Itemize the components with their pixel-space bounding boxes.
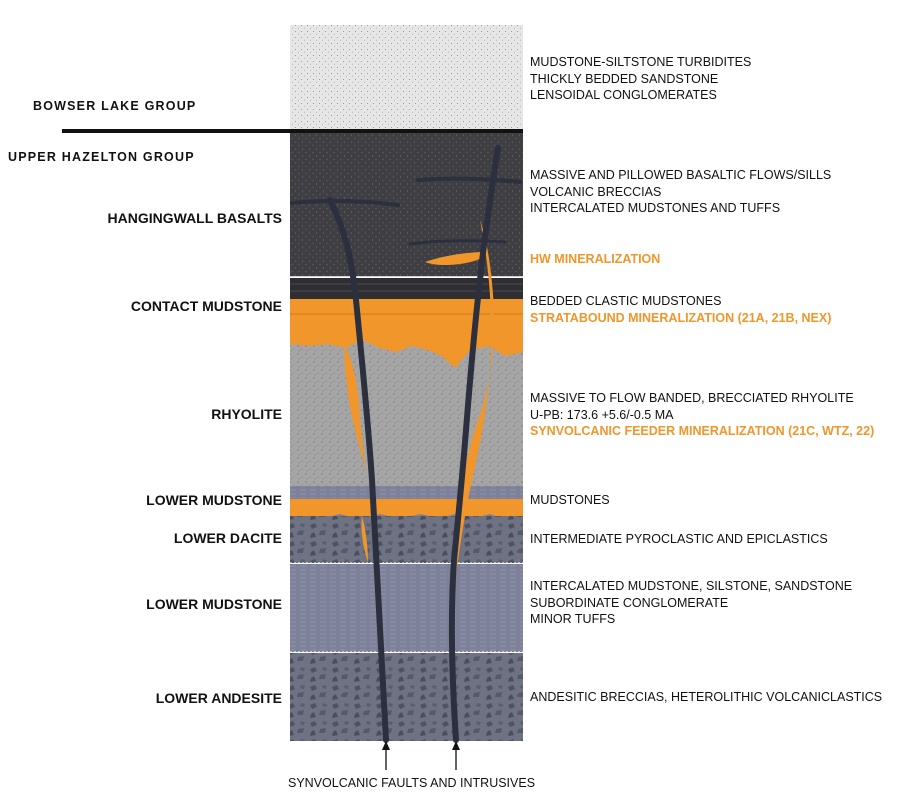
desc-basalts: MASSIVE AND PILLOWED BASALTIC FLOWS/SILL… <box>530 167 831 217</box>
unit-label-lower-dacite: LOWER DACITE <box>173 530 282 546</box>
sill-upper-right <box>416 176 522 184</box>
feeder-mineralization-dacite <box>361 516 368 563</box>
feeder-mineralization-left <box>344 345 366 470</box>
desc-dacite: INTERMEDIATE PYROCLASTIC AND EPICLASTICS <box>530 532 828 546</box>
desc-contact-mudstone: BEDDED CLASTIC MUDSTONES <box>530 294 722 308</box>
synvolcanic-fault-right <box>448 145 501 743</box>
stratabound-irregular-base <box>290 332 523 368</box>
desc-lower-mudstone-1: MUDSTONES <box>530 493 610 507</box>
sill-upper-left <box>290 198 400 207</box>
desc-line: SUBORDINATE CONGLOMERATE <box>530 595 729 610</box>
desc-line: MINOR TUFFS <box>530 612 616 626</box>
desc-feeder: SYNVOLCANIC FEEDER MINERALIZATION (21C, … <box>530 424 875 438</box>
arrow-right-head <box>452 741 460 750</box>
desc-line: MUDSTONE-SILTSTONE TURBIDITES <box>530 55 752 69</box>
sill-middle <box>408 239 507 246</box>
group-label-bowser: BOWSER LAKE GROUP <box>33 99 197 113</box>
caption-faults: SYNVOLCANIC FAULTS AND INTRUSIVES <box>288 776 536 790</box>
desc-andesite: ANDESITIC BRECCIAS, HETEROLITHIC VOLCANI… <box>530 690 883 704</box>
unit-label-lower-mudstone-1: LOWER MUDSTONE <box>146 492 282 508</box>
desc-line: LENSOIDAL CONGLOMERATES <box>530 88 717 102</box>
desc-line: INTERCALATED MUDSTONES AND TUFFS <box>530 201 781 215</box>
desc-line: U-PB: 173.6 +5.6/-0.5 MA <box>530 407 674 422</box>
group-label-hazelton: UPPER HAZELTON GROUP <box>8 150 195 164</box>
desc-stratabound: STRATABOUND MINERALIZATION (21A, 21B, NE… <box>530 311 832 325</box>
unit-label-lower-andesite: LOWER ANDESITE <box>155 690 282 706</box>
unit-label-hangingwall-basalts: HANGINGWALL BASALTS <box>107 210 282 226</box>
desc-bowser: MUDSTONE-SILTSTONE TURBIDITES THICKLY BE… <box>530 54 751 104</box>
desc-hw-mineralization: HW MINERALIZATION <box>530 252 661 266</box>
synvolcanic-fault-left <box>327 197 389 743</box>
desc-line: MASSIVE AND PILLOWED BASALTIC FLOWS/SILL… <box>530 168 832 182</box>
arrow-left-head <box>382 741 390 750</box>
desc-line: INTERCALATED MUDSTONE, SILSTONE, SANDSTO… <box>530 579 853 593</box>
desc-lower-mudstone-2: INTERCALATED MUDSTONE, SILSTONE, SANDSTO… <box>530 578 852 628</box>
desc-line: MASSIVE TO FLOW BANDED, BRECCIATED RHYOL… <box>530 391 854 405</box>
unit-label-contact-mudstone: CONTACT MUDSTONE <box>130 298 282 314</box>
contact-mudstone-layer <box>290 278 523 300</box>
desc-rhyolite: MASSIVE TO FLOW BANDED, BRECCIATED RHYOL… <box>530 390 854 423</box>
desc-line: VOLCANIC BRECCIAS <box>530 184 662 199</box>
stratabound-mineralization-layer <box>290 299 523 332</box>
desc-line: THICKLY BEDDED SANDSTONE <box>530 71 719 86</box>
unit-label-rhyolite: RHYOLITE <box>211 406 282 422</box>
unit-label-lower-mudstone-2: LOWER MUDSTONE <box>146 596 282 612</box>
hw-mineralization-lens <box>425 252 486 266</box>
